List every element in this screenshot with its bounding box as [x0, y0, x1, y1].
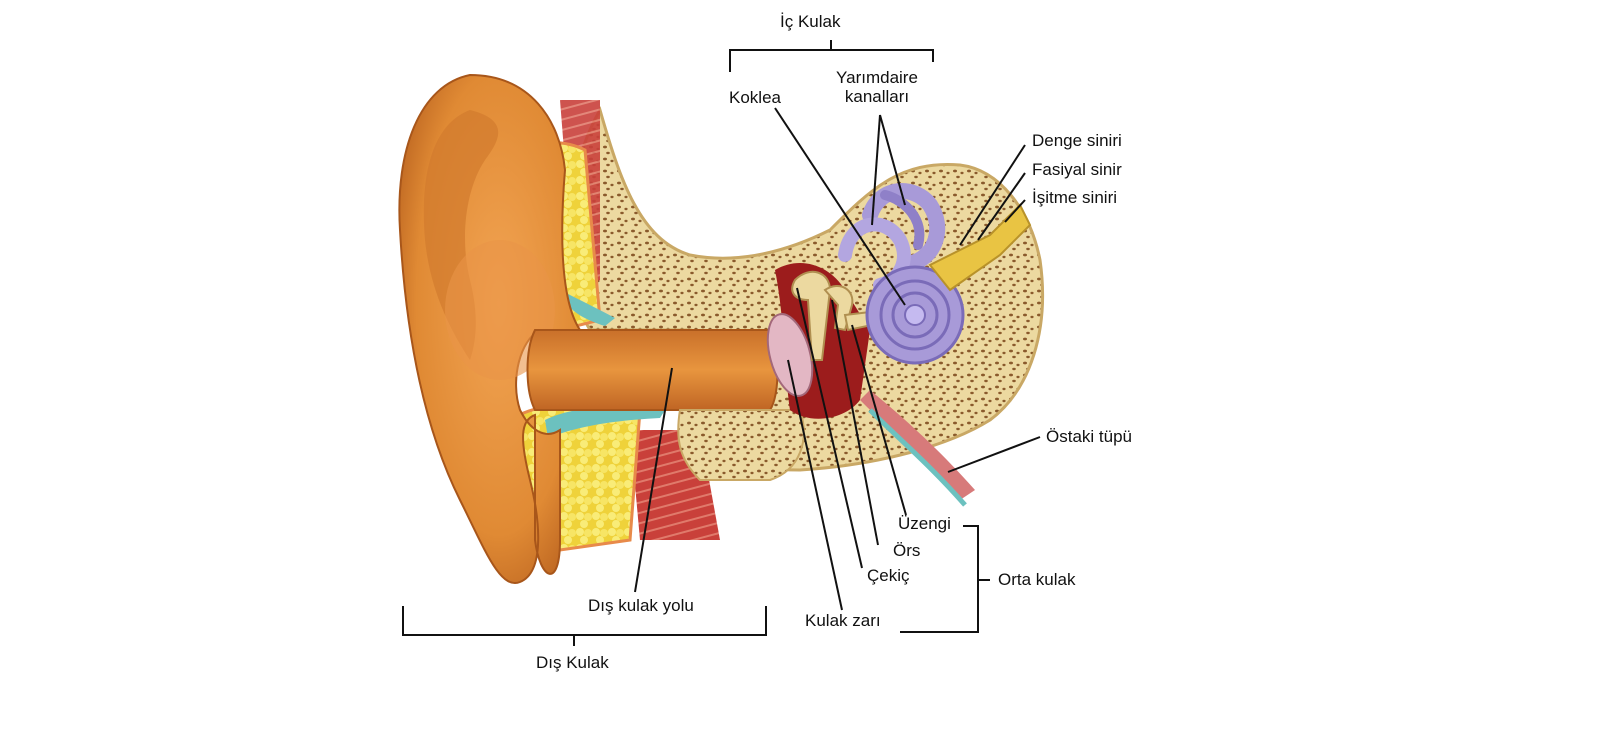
concha [445, 240, 555, 380]
cochlea-label: Koklea [729, 88, 781, 107]
auditory-nerve-leader [1004, 199, 1026, 223]
outer-ear-bracket [402, 606, 767, 636]
semicircular-canal-3 [880, 190, 925, 250]
auditory-nerve-label: İşitme siniri [1032, 188, 1118, 207]
malleus-label: Çekiç [867, 566, 910, 585]
vestibular-nerve-leader [959, 144, 1026, 246]
eustachian-tube-leader [947, 436, 1041, 473]
middle-ear-label: Orta kulak [998, 570, 1076, 589]
eardrum-label: Kulak zarı [805, 611, 881, 630]
leader-lines [402, 40, 1041, 646]
incus-leader [831, 299, 879, 546]
cochlea-leader [774, 107, 906, 306]
eustachian-tube-shape [860, 390, 975, 500]
eardrum-shape [766, 313, 814, 397]
ear-canal-label: Dış kulak yolu [588, 596, 694, 615]
cartilage-mid [560, 290, 615, 326]
malleus-shape [791, 270, 832, 361]
canals-leader-1 [871, 114, 881, 226]
labyrinth [838, 183, 965, 365]
nerve-bundle [928, 203, 1032, 292]
stapes-leader [851, 324, 907, 516]
incus-label: Örs [893, 541, 921, 560]
canals-leader-2 [879, 114, 906, 206]
vestibular-nerve-label: Denge siniri [1032, 131, 1122, 150]
eustachian-tube-label: Östaki tüpü [1046, 427, 1132, 446]
temporal-bone-lower [677, 409, 805, 481]
pinna-inner-fold [423, 110, 499, 360]
semicircular-canals-label: Yarımdaire kanalları [836, 68, 918, 106]
malleus-leader [796, 287, 863, 569]
ear-canal-leader [634, 367, 673, 593]
ear-canal [526, 329, 779, 411]
inner-ear-label: İç Kulak [780, 12, 841, 31]
outer-ear-label: Dış Kulak [536, 653, 609, 672]
eardrum-leader [787, 359, 843, 611]
cartilage-lower [545, 407, 665, 438]
facial-nerve-leader [977, 172, 1026, 241]
facial-nerve-label: Fasiyal sinir [1032, 160, 1122, 179]
stapes-label: Üzengi [898, 514, 951, 533]
